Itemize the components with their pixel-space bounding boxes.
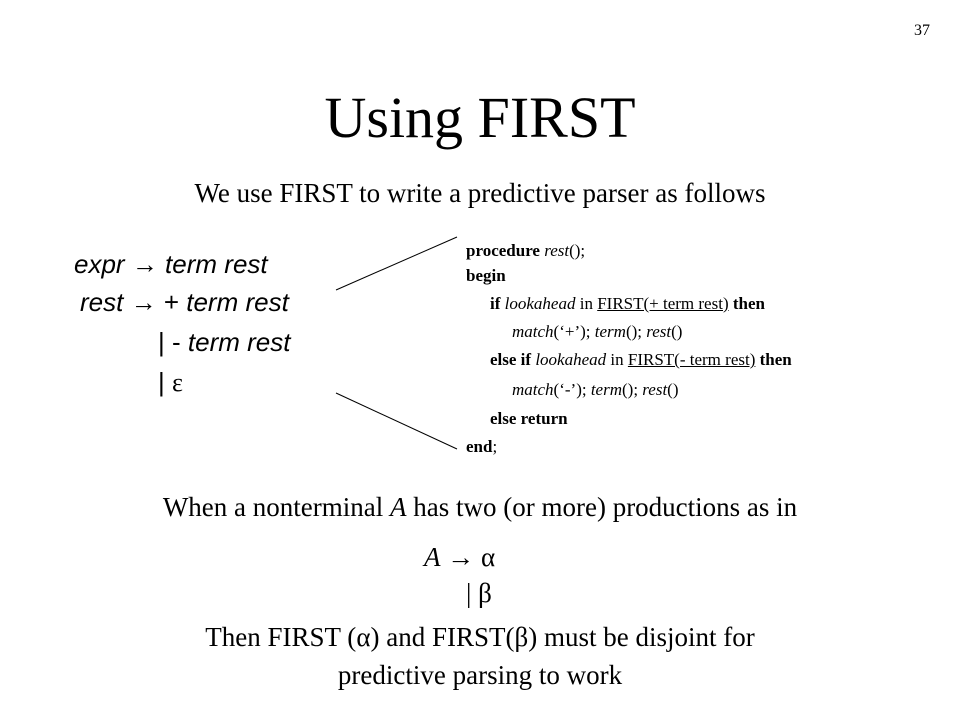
lookahead-var: lookahead bbox=[535, 350, 607, 369]
nonterminal-term: term bbox=[187, 327, 240, 357]
nonterminal-rest: rest bbox=[224, 249, 268, 279]
connector-line-top bbox=[335, 236, 458, 291]
nonterminal-term: term bbox=[186, 287, 239, 317]
keyword-procedure: procedure bbox=[466, 241, 540, 260]
call-suffix: (); bbox=[625, 322, 647, 341]
production-alpha: A → α bbox=[424, 542, 495, 573]
grammar-line-epsilon: | ε bbox=[158, 367, 183, 398]
disjoint-condition-line2: predictive parsing to work bbox=[337, 660, 623, 690]
end-suffix: ; bbox=[492, 437, 498, 456]
keyword-else-if: else if bbox=[490, 350, 532, 369]
lookahead-var: lookahead bbox=[504, 294, 576, 313]
call-term: term bbox=[590, 380, 622, 399]
grammar-line-expr: expr → term rest bbox=[74, 249, 268, 280]
keyword-if: if bbox=[490, 294, 501, 313]
arrow-symbol: → bbox=[447, 542, 475, 572]
beta-symbol: β bbox=[478, 578, 492, 608]
when-prefix: When a nonterminal bbox=[162, 492, 390, 522]
nonterminal-rest: rest bbox=[80, 287, 124, 317]
terminal-minus: - bbox=[172, 327, 181, 357]
connector-line-bottom bbox=[335, 392, 458, 450]
code-line-else-if: else if lookahead in FIRST(- term rest) … bbox=[490, 350, 792, 370]
call-suffix: () bbox=[667, 380, 679, 399]
slide-title: Using FIRST bbox=[324, 85, 636, 150]
slide-number: 37 bbox=[914, 22, 930, 39]
first-plus-set: FIRST(+ term rest) bbox=[597, 294, 729, 313]
nonterminal-A: A bbox=[390, 492, 407, 522]
alpha-symbol: α bbox=[356, 622, 371, 652]
nonterminal-expr: expr bbox=[74, 249, 125, 279]
then-suffix: ) must be disjoint for bbox=[528, 622, 755, 652]
alpha-symbol: α bbox=[481, 542, 496, 572]
beta-symbol: β bbox=[514, 622, 529, 652]
alternative-bar: | bbox=[158, 327, 165, 357]
code-line-begin: begin bbox=[466, 266, 506, 286]
keyword-then: then bbox=[732, 294, 765, 313]
code-line-else-return: else return bbox=[490, 409, 568, 429]
nonterminal-A: A bbox=[424, 542, 441, 572]
production-beta: | β bbox=[466, 578, 492, 609]
code-line-if: if lookahead in FIRST(+ term rest) then bbox=[490, 294, 765, 314]
nonterminal-explanation: When a nonterminal A has two (or more) p… bbox=[0, 492, 960, 523]
call-rest: rest bbox=[642, 380, 668, 399]
arrow-symbol: → bbox=[131, 250, 158, 279]
code-line-match-minus: match(‘-’); term(); rest() bbox=[512, 380, 679, 400]
first-minus-set: FIRST(- term rest) bbox=[627, 350, 756, 369]
keyword-begin: begin bbox=[466, 266, 506, 285]
procedure-suffix: (); bbox=[569, 241, 586, 260]
keyword-else-return: else return bbox=[490, 409, 568, 428]
intro-text: We use FIRST to write a predictive parse… bbox=[194, 178, 766, 208]
match-minus-arg: (‘-’); bbox=[553, 380, 591, 399]
alternative-bar: | bbox=[158, 367, 165, 397]
when-suffix: has two (or more) productions as in bbox=[406, 492, 798, 522]
keyword-then: then bbox=[759, 350, 792, 369]
call-term: term bbox=[594, 322, 626, 341]
then-mid: ) and FIRST( bbox=[370, 622, 515, 652]
nonterminal-rest: rest bbox=[245, 287, 289, 317]
call-rest: rest bbox=[646, 322, 672, 341]
nonterminal-term: term bbox=[165, 249, 218, 279]
grammar-line-rest-plus: rest → + term rest bbox=[80, 287, 289, 318]
grammar-line-rest-minus: | - term rest bbox=[158, 327, 290, 358]
keyword-in: in bbox=[610, 350, 624, 369]
keyword-in: in bbox=[579, 294, 593, 313]
nonterminal-rest: rest bbox=[247, 327, 291, 357]
alternative-bar: | bbox=[466, 578, 472, 608]
call-match: match bbox=[512, 380, 554, 399]
arrow-symbol: → bbox=[130, 288, 157, 317]
match-plus-arg: (‘+’); bbox=[553, 322, 595, 341]
call-suffix: (); bbox=[622, 380, 643, 399]
then-prefix: Then FIRST ( bbox=[205, 622, 357, 652]
code-line-match-plus: match(‘+’); term(); rest() bbox=[512, 322, 682, 342]
disjoint-condition-line1: Then FIRST (α) and FIRST(β) must be disj… bbox=[0, 622, 960, 653]
code-line-procedure: procedure rest(); bbox=[466, 241, 585, 261]
call-suffix: () bbox=[671, 322, 683, 341]
call-match: match bbox=[512, 322, 554, 341]
terminal-plus: + bbox=[163, 287, 179, 317]
procedure-name: rest bbox=[544, 241, 570, 260]
epsilon-symbol: ε bbox=[172, 368, 183, 397]
code-line-end: end; bbox=[466, 437, 497, 457]
keyword-end: end bbox=[466, 437, 493, 456]
